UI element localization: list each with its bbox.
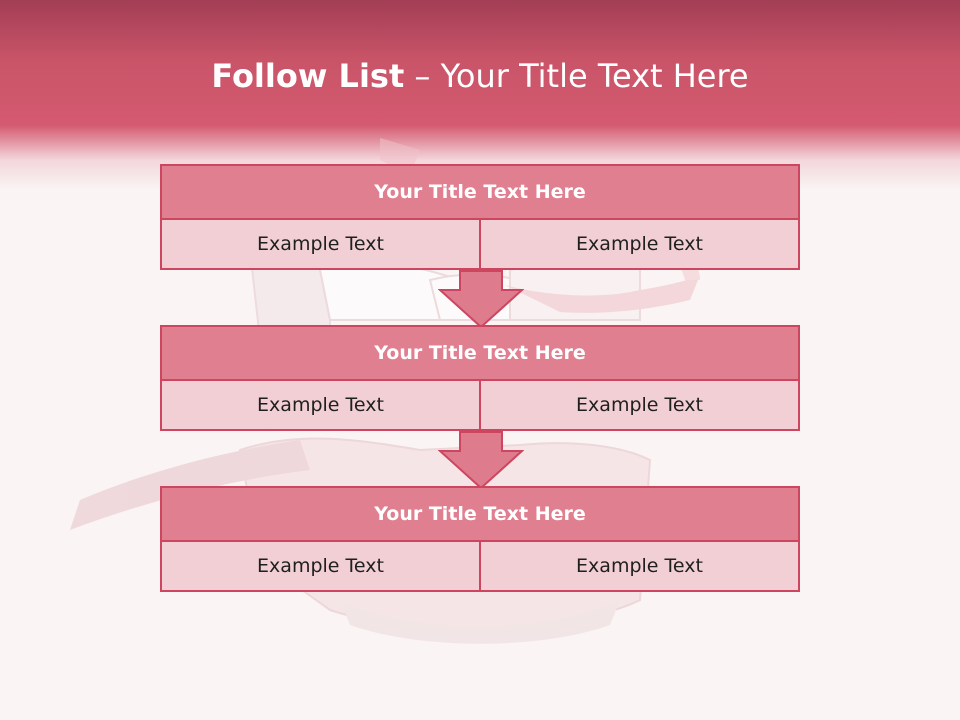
block-cell-right: Example Text xyxy=(481,542,800,592)
block-cell-right: Example Text xyxy=(481,381,800,431)
block-title: Your Title Text Here xyxy=(160,325,800,381)
block-row: Example Text Example Text xyxy=(160,220,800,270)
block-title: Your Title Text Here xyxy=(160,486,800,542)
list-block-1: Your Title Text Here Example Text Exampl… xyxy=(160,164,800,270)
header-band xyxy=(0,0,960,190)
page-title: Follow List – Your Title Text Here xyxy=(0,52,960,100)
block-cell-left: Example Text xyxy=(160,381,481,431)
block-cell-right: Example Text xyxy=(481,220,800,270)
block-row: Example Text Example Text xyxy=(160,381,800,431)
down-arrow-icon xyxy=(438,431,524,489)
block-cell-left: Example Text xyxy=(160,220,481,270)
block-title: Your Title Text Here xyxy=(160,164,800,220)
title-bold: Follow List xyxy=(211,57,405,95)
down-arrow-icon xyxy=(438,270,524,328)
title-rest: – Your Title Text Here xyxy=(414,57,749,95)
list-block-3: Your Title Text Here Example Text Exampl… xyxy=(160,486,800,592)
list-block-2: Your Title Text Here Example Text Exampl… xyxy=(160,325,800,431)
block-cell-left: Example Text xyxy=(160,542,481,592)
block-row: Example Text Example Text xyxy=(160,542,800,592)
